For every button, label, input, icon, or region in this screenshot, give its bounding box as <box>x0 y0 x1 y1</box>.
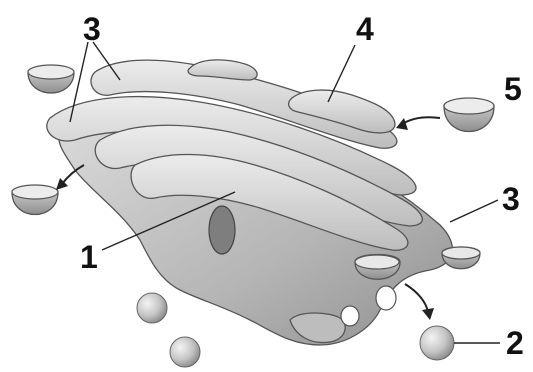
arrow-vesicle-in-right <box>402 117 440 124</box>
vesicle-left <box>12 185 58 215</box>
label-3-top: 3 <box>83 11 101 47</box>
label-4: 4 <box>356 11 374 47</box>
label-3-right: 3 <box>502 181 520 217</box>
arrowhead-right <box>396 118 408 130</box>
vesicle-top-left <box>28 65 74 93</box>
secretory-vesicle-2 <box>170 337 200 367</box>
label-5: 5 <box>504 71 522 107</box>
label-2: 2 <box>506 325 524 361</box>
secretory-vesicle-3 <box>420 326 454 360</box>
vesicle-right <box>444 98 494 132</box>
leader-3-right <box>450 200 498 222</box>
arrow-vesicle-out-bottom <box>405 284 428 312</box>
cisterna-fenestration <box>209 206 235 254</box>
secretory-vesicle-1 <box>137 293 167 323</box>
budding-vesicle-2-rim <box>442 247 480 259</box>
label-1: 1 <box>80 239 98 275</box>
arrowhead-bottom <box>422 308 434 320</box>
tubule-opening-2 <box>341 306 359 326</box>
budding-vesicle-1-rim <box>355 255 399 269</box>
tubule-opening-1 <box>376 286 396 310</box>
